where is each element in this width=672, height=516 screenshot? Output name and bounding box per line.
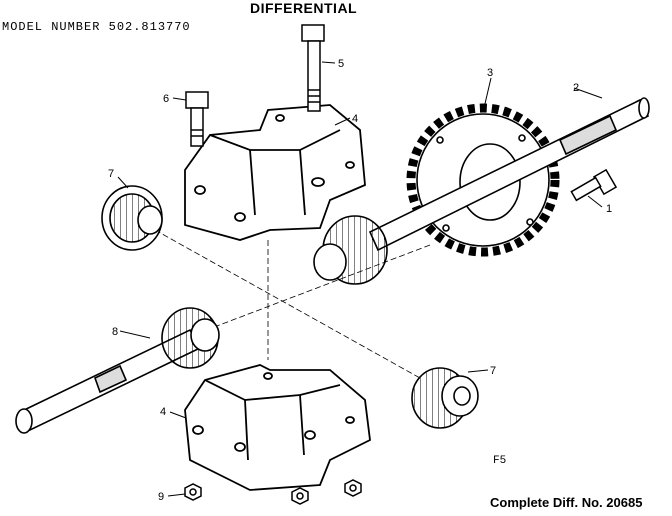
- callout-1: 1: [606, 203, 612, 215]
- callout-7-lower: 7: [490, 365, 496, 377]
- diagram-title: DIFFERENTIAL: [250, 0, 358, 16]
- callout-7-upper: 7: [108, 168, 114, 180]
- callout-4-upper: 4: [352, 113, 358, 125]
- callout-8: 8: [112, 326, 118, 338]
- lower-housing: [184, 364, 371, 491]
- axle-shaft-lower: [15, 307, 220, 434]
- nuts: [184, 479, 362, 505]
- bolt-short: [185, 91, 209, 147]
- bevel-gear-upper: [101, 185, 163, 251]
- complete-diff-number: Complete Diff. No. 20685: [490, 495, 643, 510]
- side-gear-upper: [313, 215, 388, 285]
- axle-shaft-upper: [368, 97, 650, 252]
- bolt-small: [570, 168, 618, 202]
- model-number: MODEL NUMBER 502.813770: [2, 20, 191, 34]
- callout-6: 6: [163, 93, 169, 105]
- callout-3: 3: [487, 67, 493, 79]
- figure-id: F5: [493, 455, 507, 467]
- callout-4-lower: 4: [160, 406, 166, 418]
- bevel-gear-lower: [411, 367, 479, 429]
- callout-5: 5: [338, 58, 344, 70]
- upper-housing: [184, 104, 366, 241]
- bolt-long: [301, 24, 325, 112]
- callout-9: 9: [158, 491, 164, 503]
- leader-lines: [117, 61, 603, 497]
- callout-2: 2: [573, 82, 579, 94]
